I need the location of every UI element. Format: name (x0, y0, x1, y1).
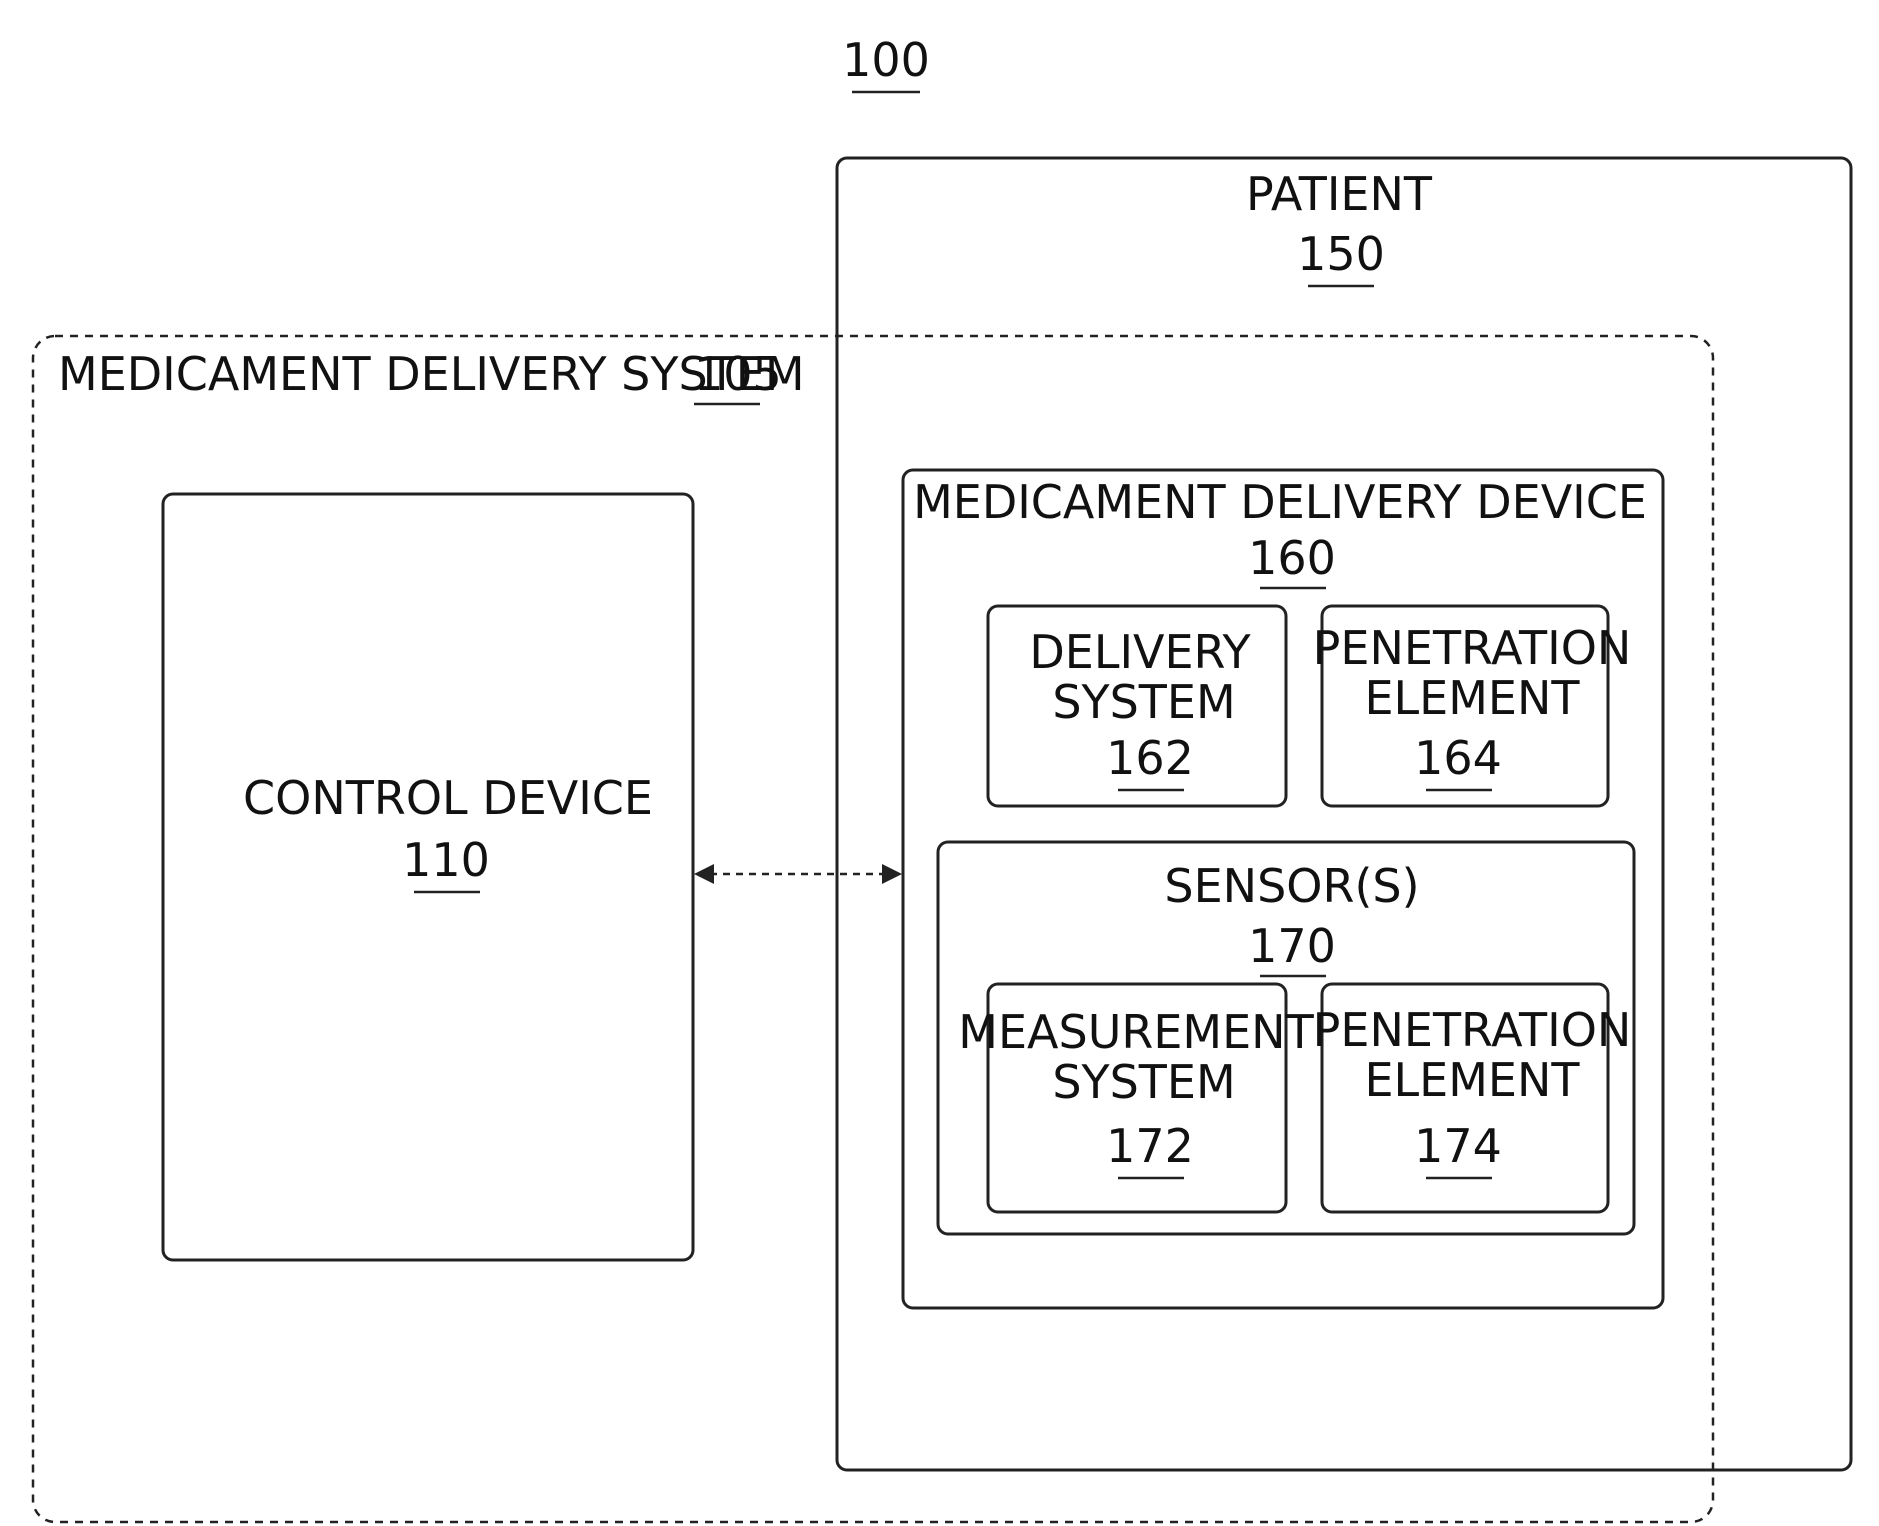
patient-ref: 150 (1297, 227, 1385, 281)
delivery-system-label-line2: SYSTEM (1052, 675, 1235, 729)
penetration-element-174-label-line2: ELEMENT (1364, 1053, 1580, 1107)
medicament-delivery-device-ref: 160 (1248, 531, 1336, 585)
measurement-system-ref: 172 (1106, 1119, 1194, 1173)
penetration-element-164-ref: 164 (1414, 731, 1502, 785)
medicament-delivery-system-ref: 105 (694, 347, 782, 401)
delivery-system-ref: 162 (1106, 731, 1194, 785)
figure-ref: 100 (842, 33, 930, 87)
arrowhead-right-icon (882, 864, 902, 884)
penetration-element-164-label-line2: ELEMENT (1364, 671, 1580, 725)
control-device-label: CONTROL DEVICE (243, 771, 653, 825)
penetration-element-174-ref: 174 (1414, 1119, 1502, 1173)
sensors-ref: 170 (1248, 919, 1336, 973)
measurement-system-label-line2: SYSTEM (1052, 1055, 1235, 1109)
patient-box (837, 158, 1851, 1470)
measurement-system-label-line1: MEASUREMENT (958, 1005, 1314, 1059)
penetration-element-164-label-line1: PENETRATION (1313, 621, 1632, 675)
medicament-delivery-device-label: MEDICAMENT DELIVERY DEVICE (913, 475, 1647, 529)
arrowhead-left-icon (694, 864, 714, 884)
medicament-delivery-system-label: MEDICAMENT DELIVERY SYSTEM (58, 347, 805, 401)
delivery-system-label-line1: DELIVERY (1029, 625, 1251, 679)
penetration-element-174-label-line1: PENETRATION (1313, 1003, 1632, 1057)
control-device-ref: 110 (402, 833, 490, 887)
patient-label: PATIENT (1246, 167, 1433, 221)
sensors-label: SENSOR(S) (1164, 859, 1419, 913)
